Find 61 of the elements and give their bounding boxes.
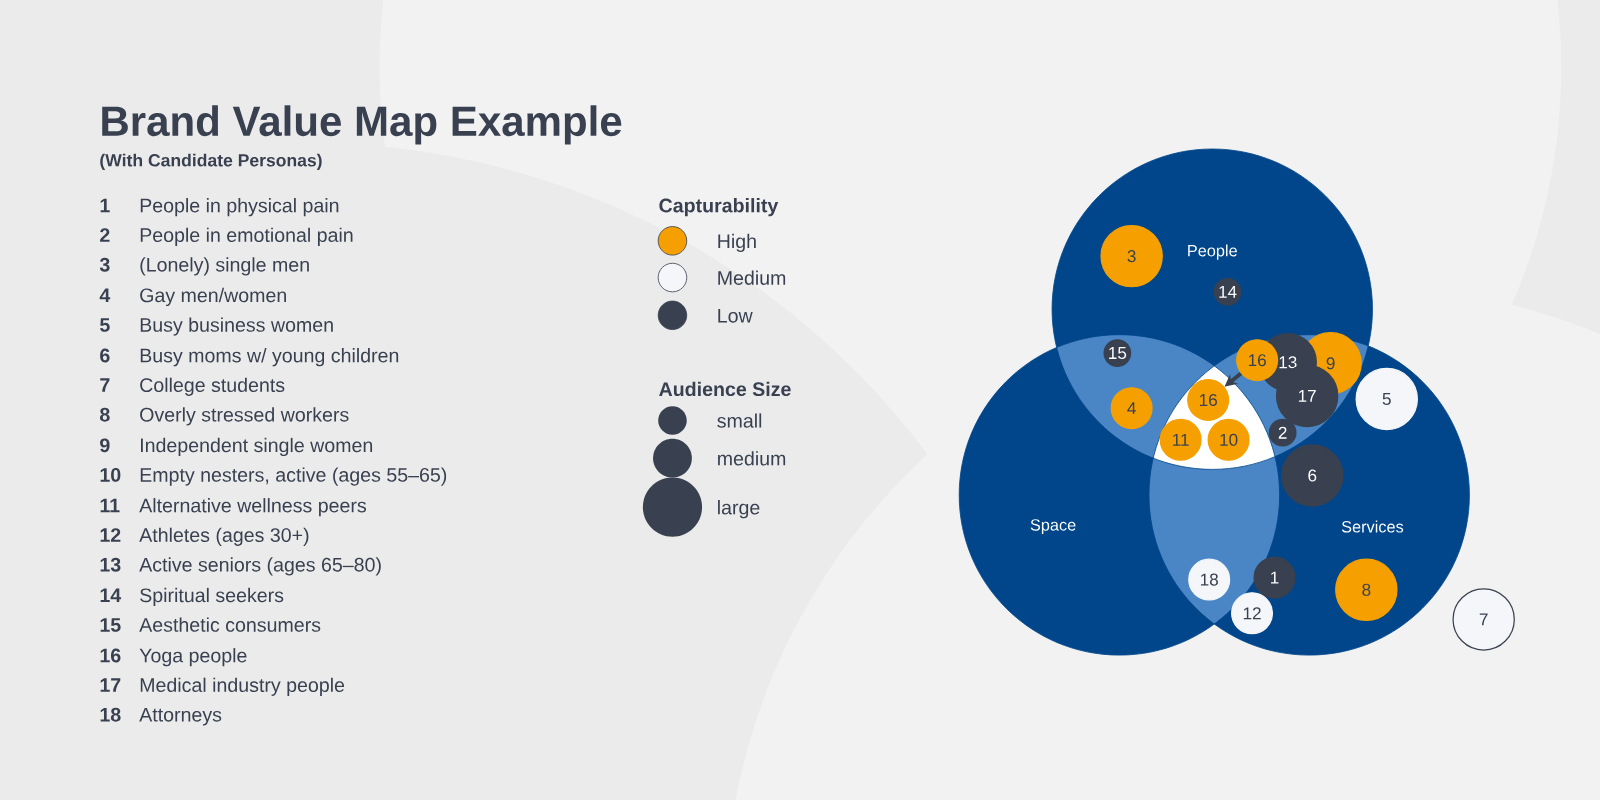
subtitle: (With Candidate Personas) — [100, 153, 322, 170]
persona-bubble: 10 — [1207, 418, 1250, 461]
list-item: People in physical pain — [140, 198, 339, 217]
list-number: 15 — [100, 618, 121, 632]
list-number: 5 — [100, 318, 110, 332]
persona-bubble: 11 — [1159, 418, 1202, 461]
legend-label: High — [718, 233, 756, 253]
legend-label: small — [717, 413, 762, 428]
list-number: 9 — [100, 438, 110, 453]
list-number: 18 — [100, 707, 121, 722]
persona-bubble: 16 — [1236, 339, 1279, 382]
list-item: Busy moms w/ young children — [140, 348, 399, 367]
list-number: 2 — [100, 228, 110, 242]
persona-bubble: 6 — [1281, 444, 1344, 507]
list-item: Medical industry people — [140, 677, 345, 696]
persona-bubble: 3 — [1100, 224, 1163, 288]
list-number: 10 — [100, 468, 121, 482]
list-item: (Lonely) single men — [140, 257, 309, 276]
list-number: 6 — [100, 348, 110, 363]
persona-bubble: 4 — [1110, 387, 1153, 430]
persona-bubble: 15 — [1103, 339, 1132, 367]
legend-heading: Capturability — [659, 198, 779, 217]
legend-label: Low — [718, 309, 753, 323]
list-number: 17 — [100, 678, 121, 692]
list-number: 3 — [99, 257, 110, 272]
list-number: 4 — [99, 288, 111, 303]
persona-bubble: 8 — [1335, 558, 1398, 622]
list-item: Aesthetic consumers — [139, 617, 321, 632]
list-item: Spiritual seekers — [140, 587, 284, 607]
list-number: 14 — [100, 588, 122, 603]
persona-bubble: 18 — [1188, 558, 1231, 601]
persona-bubble: 2 — [1268, 418, 1297, 447]
list-item: Independent single women — [141, 437, 373, 457]
list-item: Alternative wellness peers — [139, 498, 366, 517]
list-item: Overly stressed workers — [140, 407, 349, 426]
persona-bubble: 5 — [1355, 367, 1418, 431]
persona-bubble: 1 — [1253, 556, 1296, 599]
legend-heading: Audience Size — [659, 381, 791, 397]
list-item: Gay men/women — [140, 287, 286, 307]
list-number: 13 — [100, 557, 121, 572]
list-item: College students — [140, 377, 285, 396]
list-number: 1 — [100, 198, 110, 213]
list-item: People in emotional pain — [140, 227, 353, 246]
list-number: 7 — [100, 378, 110, 392]
legend-label: medium — [718, 451, 786, 466]
list-number: 11 — [100, 498, 120, 513]
list-item: Attorneys — [139, 707, 222, 726]
list-number: 12 — [100, 528, 121, 542]
list-number: 16 — [100, 648, 121, 663]
legend-label: Medium — [718, 270, 786, 285]
list-item: Busy business women — [140, 317, 333, 336]
persona-bubble: 14 — [1213, 277, 1242, 306]
list-number: 8 — [100, 407, 110, 422]
list-item: Active seniors (ages 65–80) — [139, 557, 381, 576]
list-item: Athletes (ages 30+) — [139, 527, 309, 546]
persona-bubble: 16 — [1187, 379, 1230, 422]
list-item: Empty nesters, active (ages 55–65) — [140, 467, 447, 486]
title: Brand Value Map Example — [102, 105, 622, 145]
legend-label: large — [718, 500, 760, 519]
list-item: Yoga people — [139, 648, 247, 667]
persona-bubble: 7 — [1452, 588, 1515, 651]
